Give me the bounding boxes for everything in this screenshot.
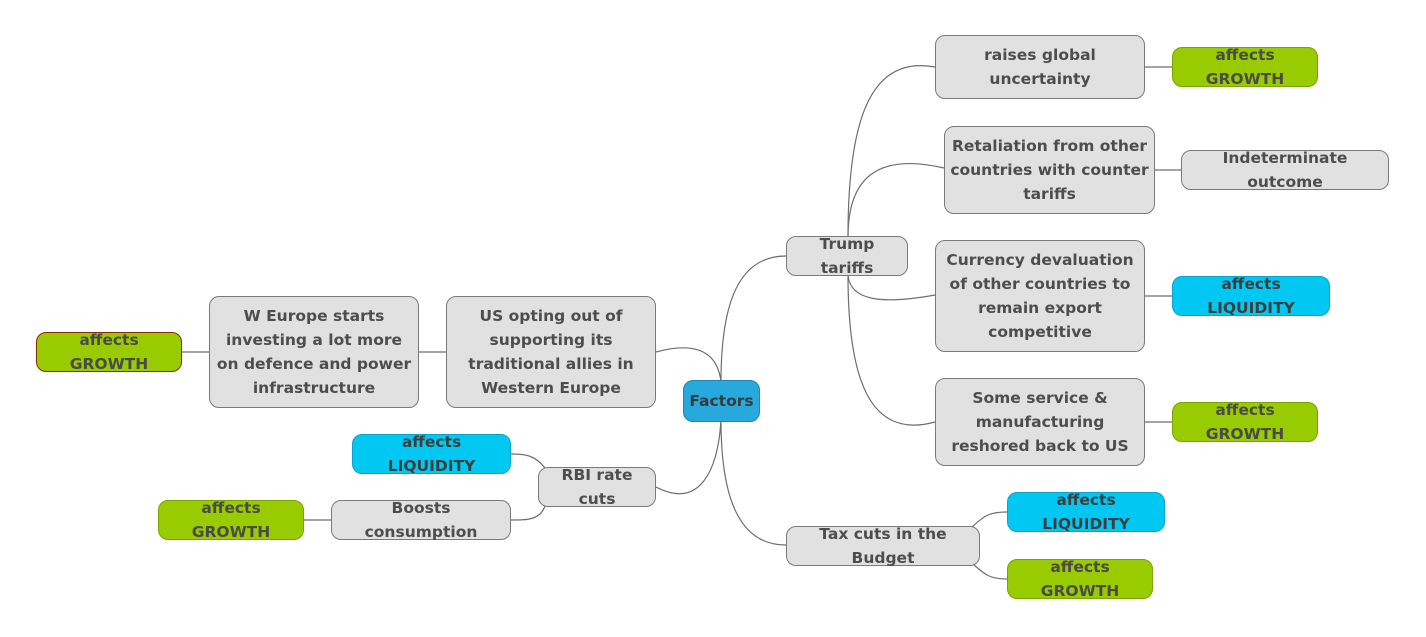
topic-us-opting-out[interactable]: US opting out of supporting its traditio…: [446, 296, 656, 408]
subtopic-currency-devaluation[interactable]: Currency devaluation of other countries …: [935, 240, 1145, 352]
effect-liquidity-1[interactable]: affects LIQUIDITY: [1172, 275, 1330, 317]
link-root-tax-cuts: [720, 419, 787, 546]
effect-growth-4[interactable]: affects GROWTH: [36, 331, 182, 373]
link-root-us-opting-out: [655, 347, 722, 383]
subtopic-boosts-consumption[interactable]: Boosts consumption: [331, 499, 511, 541]
subtopic-raises-global-uncertainty[interactable]: raises global uncertainty: [935, 35, 1145, 99]
link-rbi-liquidity: [510, 453, 546, 469]
effect-growth-3[interactable]: affects GROWTH: [1007, 558, 1153, 600]
link-trump-currency: [847, 274, 936, 301]
link-tax-liquidity: [971, 511, 1008, 528]
subtopic-indeterminate-outcome[interactable]: Indeterminate outcome: [1181, 149, 1389, 191]
topic-tax-cuts[interactable]: Tax cuts in the Budget: [786, 525, 980, 567]
subtopic-retaliation[interactable]: Retaliation from other countries with co…: [944, 126, 1155, 214]
link-trump-reshored: [847, 274, 936, 426]
link-root-trump-tariffs: [720, 255, 787, 383]
root-node-factors[interactable]: Factors: [683, 380, 760, 422]
topic-rbi-rate-cuts[interactable]: RBI rate cuts: [538, 466, 656, 508]
effect-growth-5[interactable]: affects GROWTH: [158, 499, 304, 541]
link-rbi-boosts: [510, 505, 546, 521]
link-tax-growth: [971, 562, 1008, 580]
link-trump-uncertainty: [847, 65, 936, 238]
topic-trump-tariffs[interactable]: Trump tariffs: [786, 235, 908, 277]
subtopic-w-europe-investing[interactable]: W Europe starts investing a lot more on …: [209, 296, 419, 408]
effect-growth-2[interactable]: affects GROWTH: [1172, 401, 1318, 443]
link-root-rbi: [655, 419, 722, 495]
subtopic-reshored-to-us[interactable]: Some service & manufacturing reshored ba…: [935, 378, 1145, 466]
effect-liquidity-3[interactable]: affects LIQUIDITY: [352, 433, 511, 475]
effect-growth-1[interactable]: affects GROWTH: [1172, 46, 1318, 88]
effect-liquidity-2[interactable]: affects LIQUIDITY: [1007, 491, 1165, 533]
link-trump-retaliation: [847, 163, 945, 238]
